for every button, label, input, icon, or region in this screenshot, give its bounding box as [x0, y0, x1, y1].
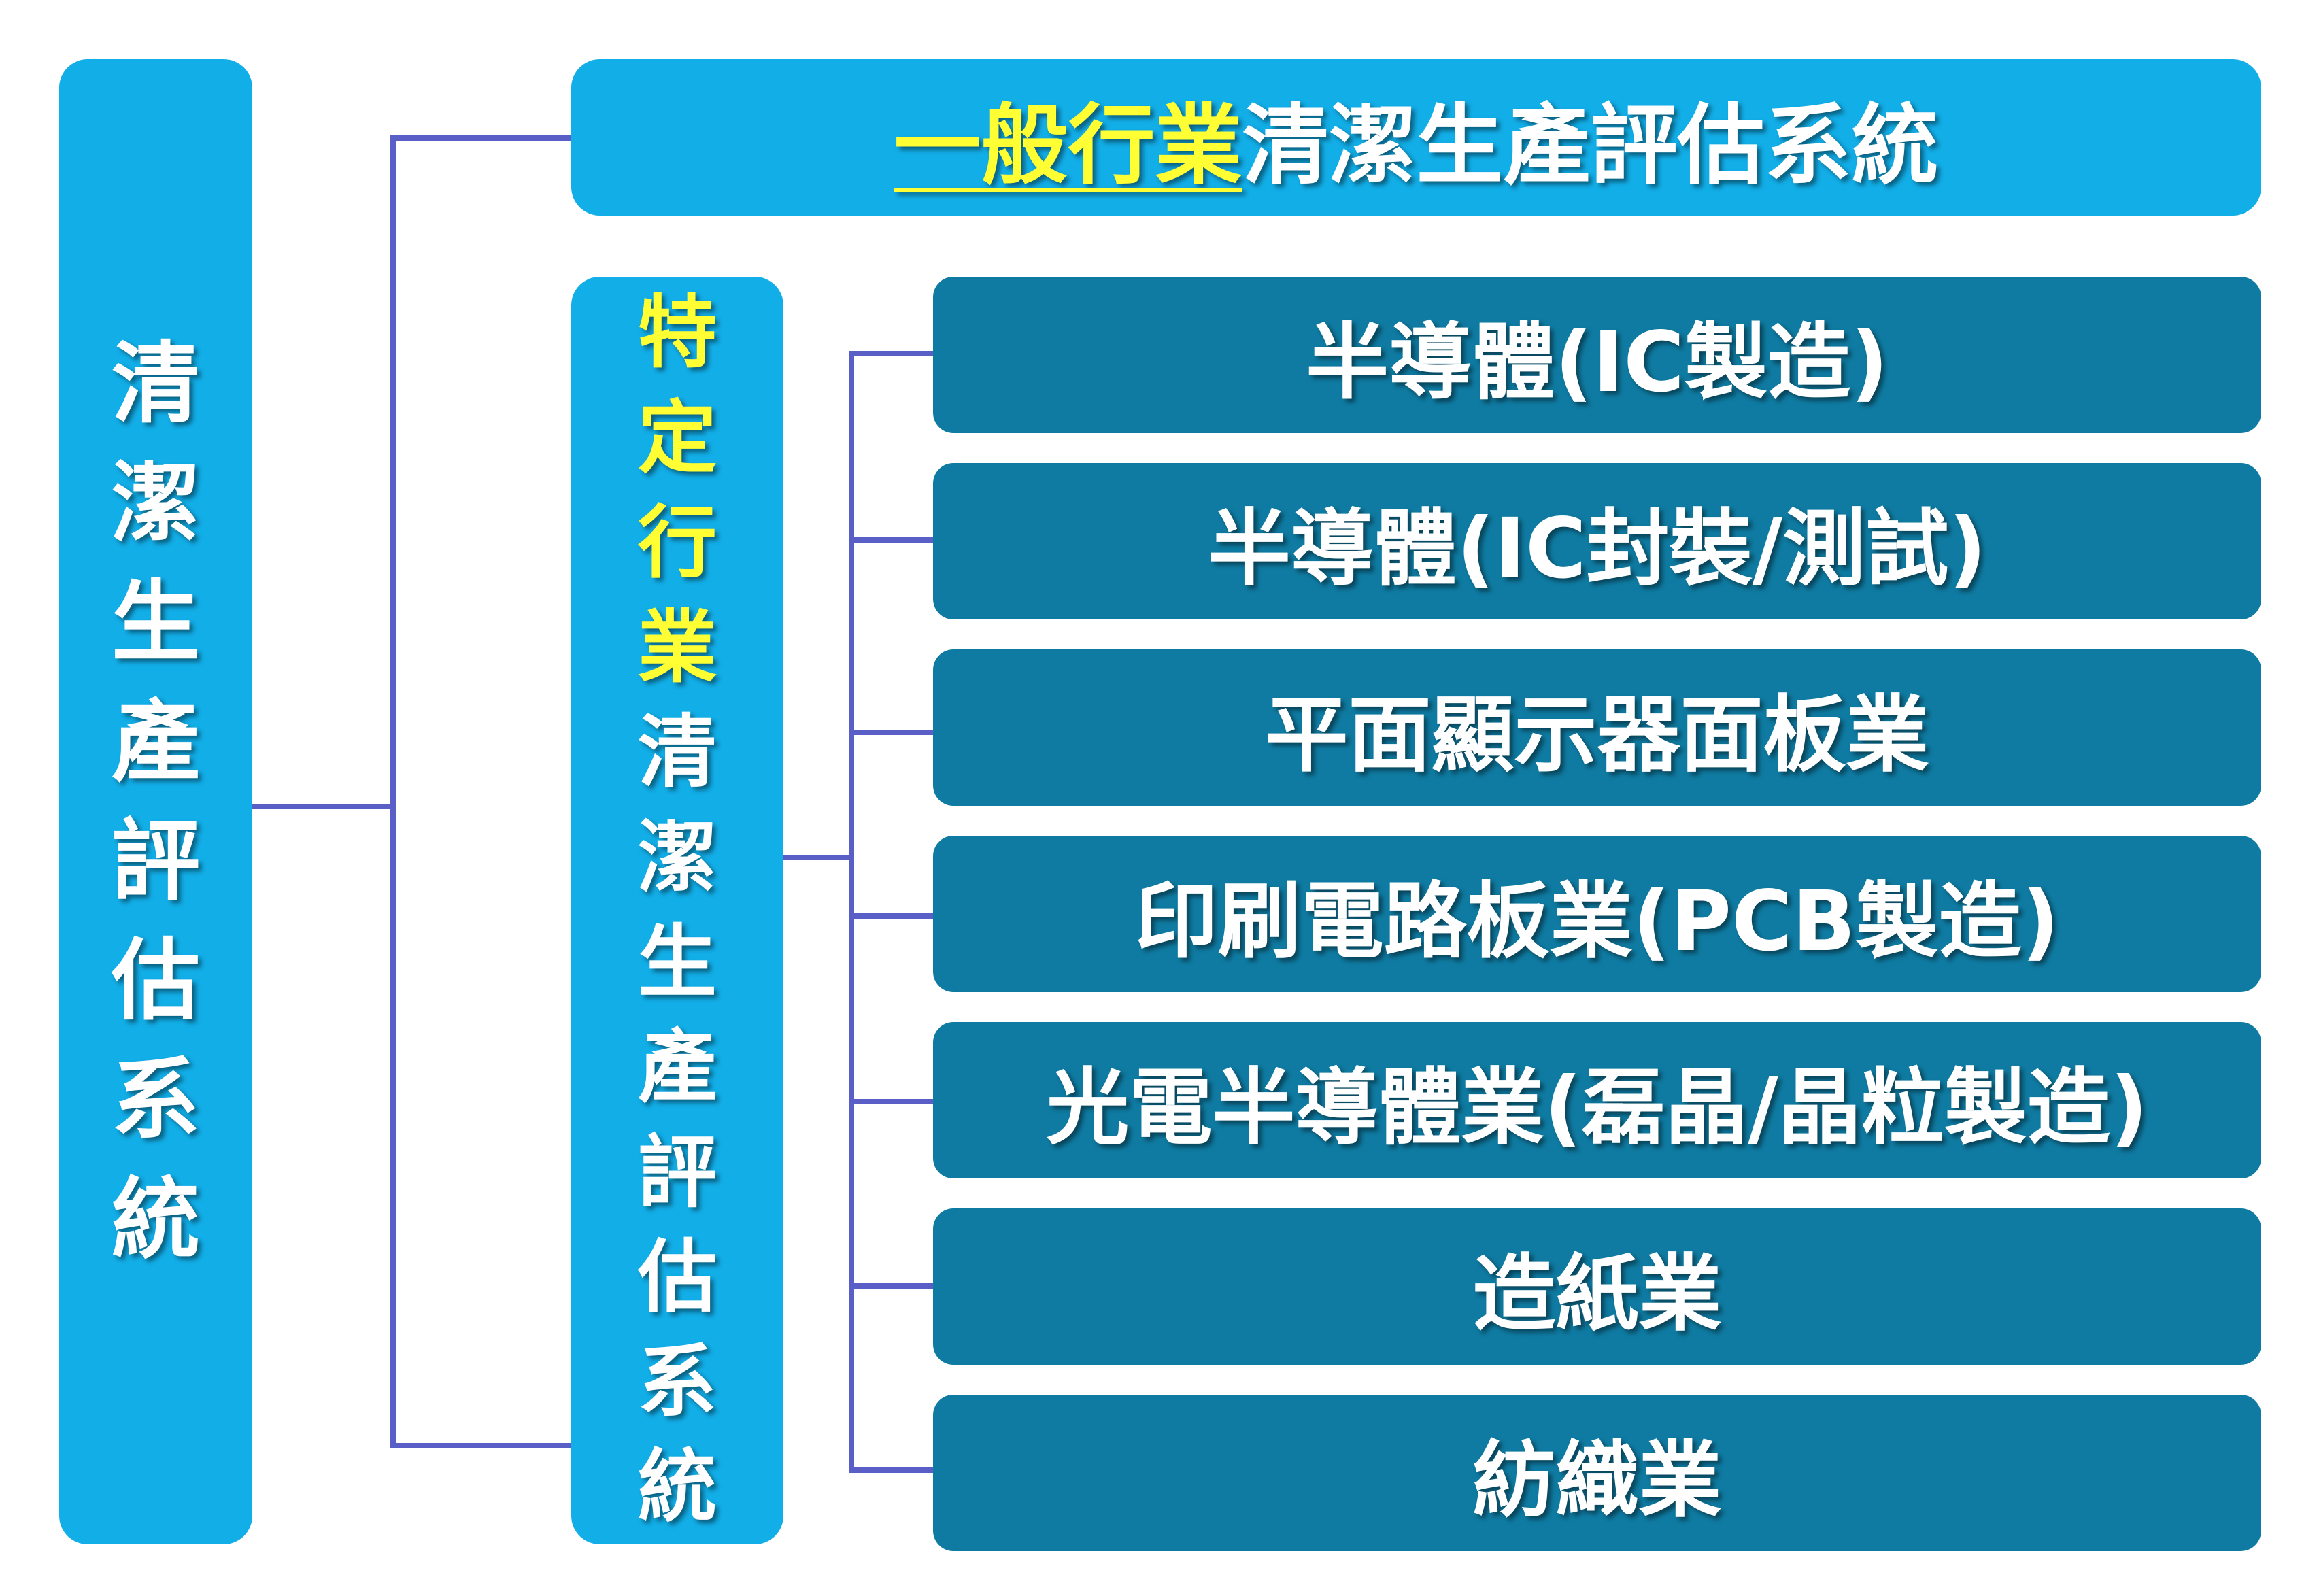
root-char: 生: [111, 571, 200, 674]
general-industry-node: 一般行業清潔生產評估系統: [571, 59, 2261, 216]
specific-char: 評: [638, 1126, 717, 1219]
root-char: 清: [111, 332, 200, 435]
connector-root-trunk: [390, 135, 396, 1448]
connector-industry-3: [849, 730, 933, 735]
specific-char: 潔: [638, 811, 717, 904]
specific-char: 估: [638, 1231, 717, 1323]
specific-char: 產: [638, 1021, 717, 1114]
general-industry-label: 清潔生產評估系統: [1242, 95, 1939, 197]
specific-char: 系: [638, 1336, 717, 1429]
specific-industry-label: 特 定 行 業 清 潔 生 產 評 估 系 統: [638, 281, 717, 1540]
industry-node-paper: 造紙業: [933, 1208, 2261, 1365]
specific-highlight-char: 特: [638, 287, 717, 379]
connector-to-specific: [390, 1443, 571, 1448]
specific-char: 統: [638, 1441, 717, 1533]
connector-root-stub: [252, 804, 393, 809]
industry-node-ic-manufacturing: 半導體(IC製造): [933, 277, 2261, 433]
industry-node-flat-panel-display: 平面顯示器面板業: [933, 649, 2261, 806]
industry-node-ic-packaging-testing: 半導體(IC封裝/測試): [933, 463, 2261, 619]
connector-industry-7: [849, 1467, 933, 1473]
specific-char: 清: [638, 707, 717, 799]
specific-highlight-char: 定: [638, 392, 717, 484]
connector-specific-stub: [783, 855, 851, 860]
connector-industry-4: [849, 913, 933, 919]
specific-highlight-char: 業: [638, 602, 717, 694]
specific-highlight-char: 行: [638, 496, 717, 589]
industry-node-textile: 紡織業: [933, 1395, 2261, 1551]
root-node-label: 清 潔 生 產 評 估 系 統: [112, 324, 200, 1279]
root-char: 系: [111, 1048, 200, 1151]
connector-specific-trunk: [849, 351, 854, 1473]
root-node-clean-production-system: 清 潔 生 產 評 估 系 統: [59, 59, 252, 1544]
industry-node-pcb-manufacturing: 印刷電路板業(PCB製造): [933, 836, 2261, 992]
connector-industry-6: [849, 1283, 933, 1289]
connector-industry-5: [849, 1099, 933, 1104]
connector-industry-1: [849, 351, 933, 356]
root-char: 統: [111, 1167, 200, 1271]
root-char: 潔: [111, 451, 200, 555]
root-char: 評: [111, 809, 200, 913]
specific-char: 生: [638, 917, 717, 1008]
root-char: 產: [111, 690, 200, 794]
general-industry-highlight: 一般行業: [894, 95, 1242, 197]
connector-industry-2: [849, 537, 933, 543]
specific-industry-node: 特 定 行 業 清 潔 生 產 評 估 系 統: [571, 277, 783, 1544]
root-char: 估: [111, 928, 200, 1032]
connector-to-general: [390, 135, 571, 141]
industry-node-optoelectronic-semiconductor: 光電半導體業(磊晶/晶粒製造): [933, 1022, 2261, 1178]
